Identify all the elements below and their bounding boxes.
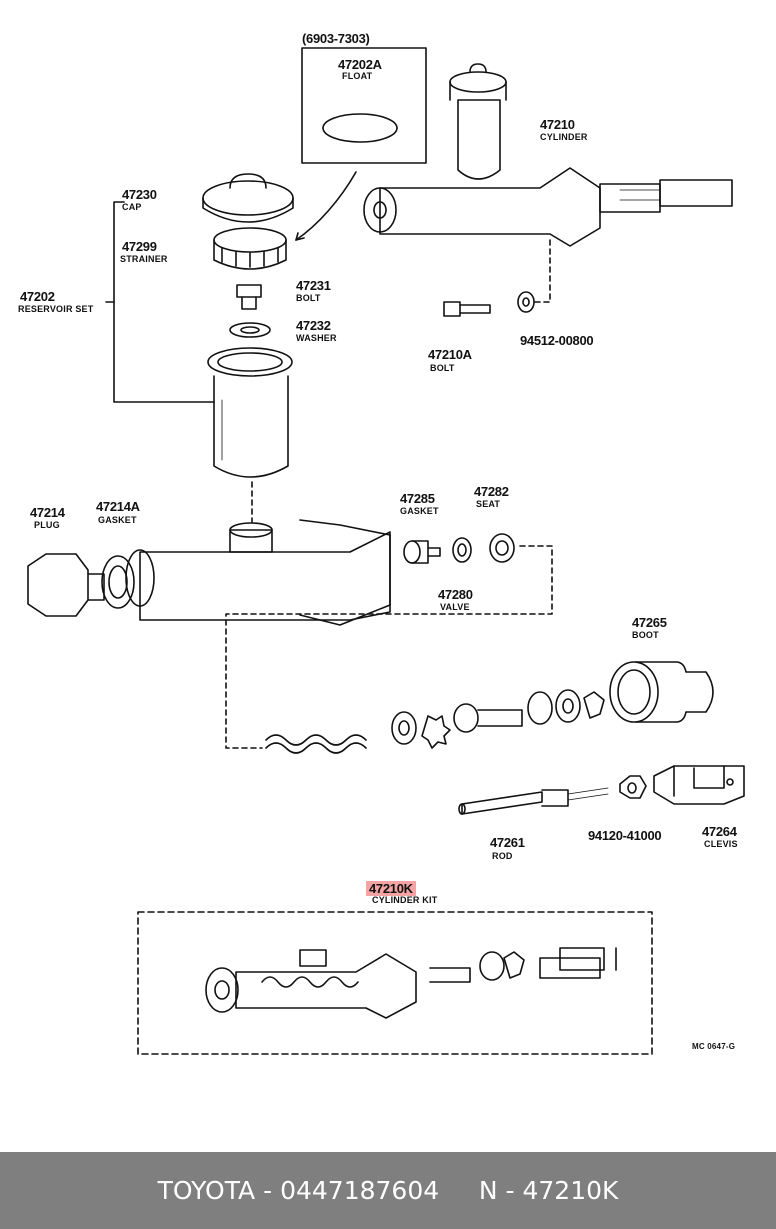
part-number-47210[interactable]: 47210	[540, 117, 575, 132]
nut-94512-drawing	[517, 291, 535, 313]
footer-brand-part: TOYOTA - 0447187604	[157, 1176, 440, 1205]
part-name-clevis: CLEVIS	[704, 839, 738, 849]
part-number-47230[interactable]: 47230	[122, 187, 157, 202]
part-number-47285[interactable]: 47285	[400, 491, 435, 506]
part-name-rod: ROD	[492, 851, 513, 861]
gasket-47214a-drawing	[101, 555, 135, 609]
nut-94120-drawing	[619, 775, 647, 799]
part-number-47231[interactable]: 47231	[296, 278, 331, 293]
drawing-code: MC 0647-G	[692, 1042, 736, 1051]
part-name-strainer: STRAINER	[120, 254, 168, 264]
part-number-47202[interactable]: 47202	[20, 289, 55, 304]
float-inset-box	[295, 47, 427, 241]
part-name-float: FLOAT	[342, 71, 373, 81]
washer-47232-drawing	[229, 322, 271, 338]
part-name-bolt: BOLT	[296, 293, 321, 303]
seat-47282-drawing	[489, 533, 515, 563]
part-name-gasket-2: GASKET	[400, 506, 439, 516]
part-name-plug: PLUG	[34, 520, 60, 530]
part-number-47282[interactable]: 47282	[474, 484, 509, 499]
part-number-47232[interactable]: 47232	[296, 318, 331, 333]
part-name-cylinder: CYLINDER	[540, 132, 588, 142]
part-number-47202a[interactable]: 47202A	[338, 57, 382, 72]
date-range-label: (6903-7303)	[302, 31, 370, 46]
part-number-47210k[interactable]: 47210K	[366, 881, 416, 896]
part-number-94120-41000[interactable]: 94120-41000	[588, 828, 662, 843]
part-name-cap: CAP	[122, 202, 142, 212]
cap-drawing	[202, 173, 294, 223]
boot-drawing	[609, 661, 714, 723]
part-number-47299[interactable]: 47299	[122, 239, 157, 254]
part-name-washer: WASHER	[296, 333, 337, 343]
part-name-reservoir-set: RESERVOIR SET	[18, 304, 94, 314]
strainer-drawing	[213, 227, 287, 270]
footer-bar: TOYOTA - 0447187604 N - 47210K	[0, 1152, 776, 1229]
clevis-drawing	[653, 765, 745, 805]
gasket-47285-drawing	[403, 540, 441, 564]
part-name-gasket: GASKET	[98, 515, 137, 525]
reservoir-set-bracket	[113, 201, 215, 403]
cylinder-kit-drawing	[205, 947, 617, 1019]
valve-47280-drawing	[452, 537, 472, 563]
plug-drawing	[27, 553, 105, 617]
part-name-cylinder-kit: CYLINDER KIT	[372, 895, 438, 905]
main-cylinder-drawing	[125, 519, 391, 626]
bolt-47210a-drawing	[443, 301, 491, 317]
bolt-47231-drawing	[236, 284, 262, 310]
part-name-seat: SEAT	[476, 499, 501, 509]
part-number-47264[interactable]: 47264	[702, 824, 737, 839]
spring-piston-row-drawing	[265, 689, 605, 754]
part-number-47214[interactable]: 47214	[30, 505, 65, 520]
reservoir-drawing	[207, 347, 293, 478]
part-number-47261[interactable]: 47261	[490, 835, 525, 850]
footer-ref: N - 47210K	[478, 1176, 619, 1205]
upper-cylinder-drawing	[363, 63, 733, 247]
part-name-bolt-2: BOLT	[430, 363, 455, 373]
part-number-94512-00800[interactable]: 94512-00800	[520, 333, 594, 348]
parts-diagram	[27, 47, 745, 1055]
part-number-47214a[interactable]: 47214A	[96, 499, 140, 514]
part-number-47265[interactable]: 47265	[632, 615, 667, 630]
rod-drawing	[458, 787, 609, 815]
part-number-47280[interactable]: 47280	[438, 587, 473, 602]
part-name-valve: VALVE	[440, 602, 470, 612]
part-number-47210a[interactable]: 47210A	[428, 347, 472, 362]
cylinder-kit-box	[137, 911, 653, 1055]
part-name-boot: BOOT	[632, 630, 659, 640]
